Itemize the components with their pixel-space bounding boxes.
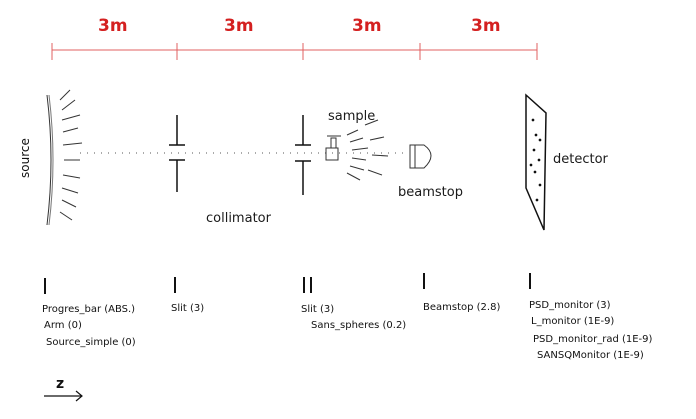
z-axis-label: z xyxy=(56,376,65,392)
collimator-label: collimator xyxy=(206,211,271,226)
component-item: PSD_monitor (3) xyxy=(529,300,611,311)
slit-2-shape xyxy=(295,115,311,195)
detector-label: detector xyxy=(553,152,608,167)
component-item: Progres_bar (ABS.) xyxy=(42,304,136,315)
component-tick-1 xyxy=(44,278,46,294)
component-item: L_monitor (1E-9) xyxy=(531,316,615,327)
source-label: source xyxy=(18,138,32,178)
slit-1-shape xyxy=(169,115,185,192)
beamstop-label: beamstop xyxy=(398,185,463,200)
beamstop-shape xyxy=(409,144,432,169)
sample-shape xyxy=(325,119,389,181)
distance-label-2: 3m xyxy=(224,16,254,36)
component-item: Beamstop (2.8) xyxy=(423,302,501,313)
detector-shape xyxy=(525,93,547,231)
component-item: Arm (0) xyxy=(44,320,82,331)
component-item: Source_simple (0) xyxy=(46,337,136,348)
distance-label-1: 3m xyxy=(98,16,128,36)
component-tick-3a xyxy=(303,277,305,293)
distance-label-4: 3m xyxy=(471,16,501,36)
z-axis-arrow xyxy=(44,390,83,402)
component-item: Slit (3) xyxy=(171,303,205,314)
distance-label-3: 3m xyxy=(352,16,382,36)
component-item: Sans_spheres (0.2) xyxy=(311,320,407,331)
component-tick-3b xyxy=(310,277,312,293)
distance-ruler xyxy=(51,43,538,60)
source-shape xyxy=(46,89,83,226)
sample-label: sample xyxy=(328,109,376,124)
component-item: SANSQMonitor (1E-9) xyxy=(537,350,644,361)
component-item: Slit (3) xyxy=(301,304,335,315)
component-item: PSD_monitor_rad (1E-9) xyxy=(533,334,653,345)
component-tick-5 xyxy=(529,273,531,289)
component-tick-2 xyxy=(174,277,176,293)
component-tick-4 xyxy=(423,273,425,289)
